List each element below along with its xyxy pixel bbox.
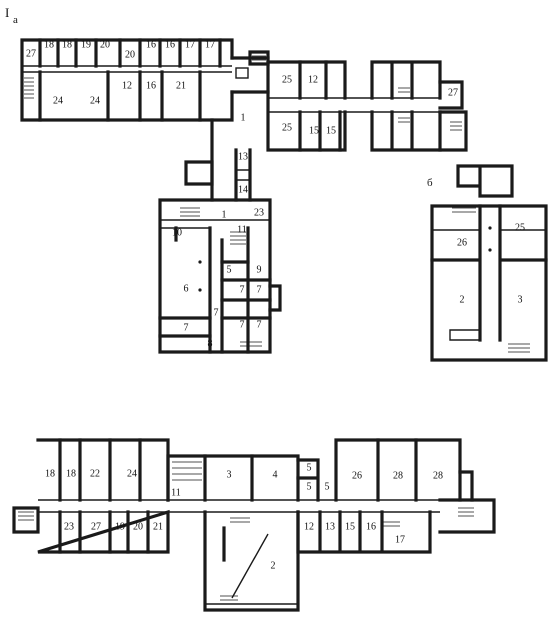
room-label: 5 xyxy=(325,481,330,492)
room-label: 26 xyxy=(457,237,467,248)
room-label: 18 xyxy=(66,468,76,479)
room-label: 21 xyxy=(176,80,186,91)
room-label: 4 xyxy=(273,469,278,480)
room-label: 11 xyxy=(171,487,181,498)
room-label: 24 xyxy=(127,468,137,479)
room-label: 18 xyxy=(62,39,72,50)
room-label: 7 xyxy=(240,284,245,295)
room-label: 12 xyxy=(122,80,132,91)
plan-b-marker: б xyxy=(427,177,433,189)
plan-a xyxy=(20,38,468,354)
room-label: 23 xyxy=(254,207,264,218)
room-label: 16 xyxy=(146,39,156,50)
room-label: 23 xyxy=(64,521,74,532)
plan-c xyxy=(12,438,496,612)
room-label: 10 xyxy=(172,227,182,238)
room-label: 2 xyxy=(271,560,276,571)
room-label: 3 xyxy=(518,294,523,305)
plan-a-marker: a xyxy=(13,14,18,26)
room-label: 17 xyxy=(185,39,195,50)
room-label: 17 xyxy=(205,39,215,50)
room-label: 9 xyxy=(257,264,262,275)
room-label: 18 xyxy=(45,468,55,479)
room-label: 25 xyxy=(282,122,292,133)
room-label: 2 xyxy=(460,294,465,305)
room-label: 16 xyxy=(165,39,175,50)
room-label: 3 xyxy=(227,469,232,480)
room-label: 21 xyxy=(153,521,163,532)
room-label: 7 xyxy=(240,319,245,330)
room-label: 6 xyxy=(184,283,189,294)
room-label: 17 xyxy=(395,534,405,545)
room-label: 16 xyxy=(146,80,156,91)
room-label: 24 xyxy=(90,95,100,106)
room-label: 20 xyxy=(133,521,143,532)
room-label: 22 xyxy=(90,468,100,479)
room-label: 12 xyxy=(304,521,314,532)
room-label: 13 xyxy=(325,521,335,532)
room-label: 7 xyxy=(257,319,262,330)
room-label: 5 xyxy=(227,264,232,275)
room-label: 27 xyxy=(91,521,101,532)
room-label: 15 xyxy=(309,125,319,136)
room-label: 27 xyxy=(448,87,458,98)
room-label: 26 xyxy=(352,470,362,481)
room-label: 25 xyxy=(515,222,525,233)
plan-a-room-labels: 27 18 18 19 20 20 16 16 17 17 24 24 12 1… xyxy=(26,39,458,349)
room-label: 15 xyxy=(326,125,336,136)
room-label: 7 xyxy=(257,284,262,295)
room-label: 1 xyxy=(222,209,227,220)
room-label: 20 xyxy=(125,49,135,60)
room-label: 28 xyxy=(393,470,403,481)
room-label: 16 xyxy=(366,521,376,532)
room-label: 5 xyxy=(307,462,312,473)
room-label: 19 xyxy=(115,521,125,532)
room-label: 24 xyxy=(53,95,63,106)
sheet-marker: I xyxy=(5,5,9,20)
room-label: 28 xyxy=(433,470,443,481)
room-label: 12 xyxy=(308,74,318,85)
room-label: 27 xyxy=(26,48,36,59)
room-label: 15 xyxy=(345,521,355,532)
room-label: 8 xyxy=(208,338,213,349)
room-label: 14 xyxy=(238,184,248,195)
room-label: 1 xyxy=(241,112,246,123)
room-label: 18 xyxy=(44,39,54,50)
plan-c-room-labels: 18 18 22 24 11 3 4 5 5 5 5 26 28 28 23 2… xyxy=(45,462,443,571)
room-label: 7 xyxy=(214,307,219,318)
room-label: 20 xyxy=(100,39,110,50)
room-label: 5 xyxy=(307,481,312,492)
room-label: 13 xyxy=(238,151,248,162)
plan-b: 26 25 2 3 xyxy=(430,164,548,362)
room-label: 11 xyxy=(237,224,247,235)
room-label: 19 xyxy=(81,39,91,50)
room-label: 25 xyxy=(282,74,292,85)
room-label: 7 xyxy=(184,322,189,333)
